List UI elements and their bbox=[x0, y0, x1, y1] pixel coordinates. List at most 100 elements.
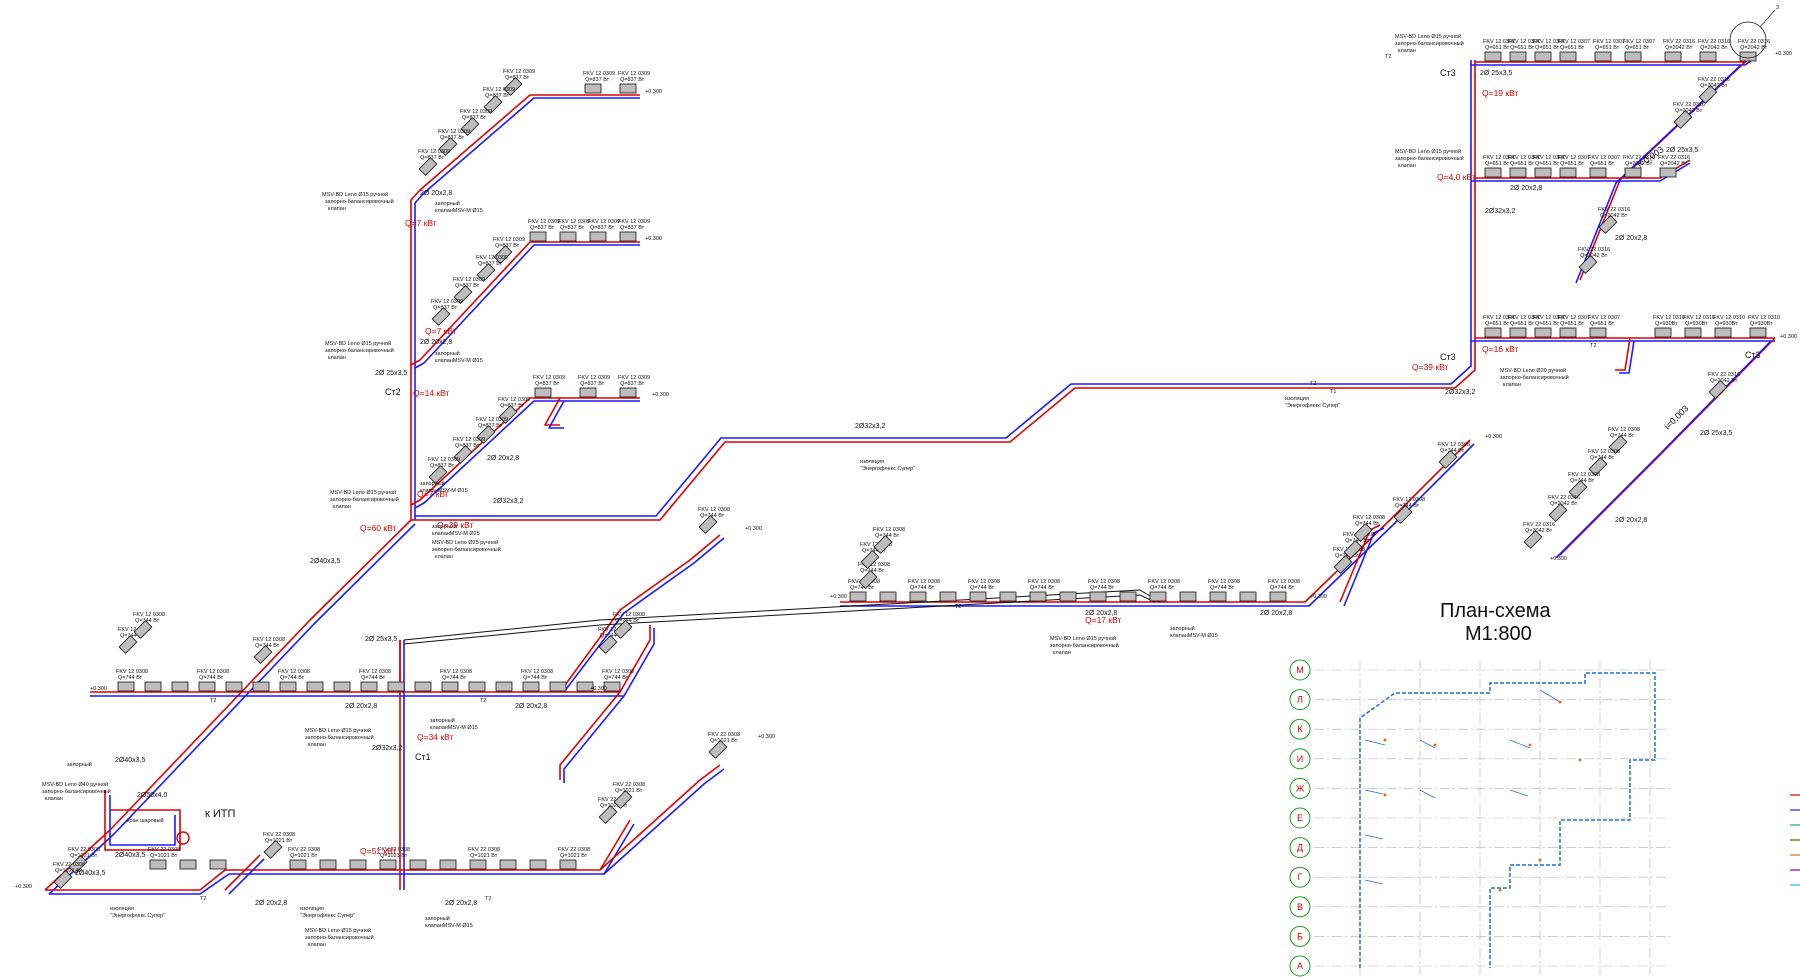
load-label-7c: Q=7 кВт bbox=[417, 489, 449, 499]
radiator-model-label: FKV 22 0316 bbox=[1598, 207, 1630, 213]
radiator-power-label: Q=651 Вт bbox=[1560, 161, 1585, 167]
radiator-model-label: FKV 12 0309 bbox=[618, 219, 650, 225]
radiator-model-label: FKV 22 0316 bbox=[1738, 39, 1770, 45]
plan-axis-circle bbox=[1289, 925, 1311, 947]
radiator-model-label: FKV 22 0316 bbox=[1623, 155, 1655, 161]
radiator-body bbox=[1659, 167, 1677, 178]
radiator-body bbox=[253, 645, 273, 664]
radiator-body bbox=[453, 285, 473, 304]
radiator-power-label: Q=837 Вт bbox=[485, 93, 510, 99]
radiator-body bbox=[1559, 327, 1577, 338]
radiator-power-label: Q=651 Вт bbox=[1485, 321, 1510, 327]
plan-marker-dots bbox=[1383, 700, 1582, 892]
radiator-power-label: Q=744 Вт bbox=[875, 533, 900, 539]
radiator-body bbox=[1269, 591, 1287, 602]
radiator-body bbox=[522, 681, 540, 692]
radiator-power-label: Q=1021 Вт bbox=[560, 853, 588, 859]
plan-axis-circle bbox=[1289, 689, 1311, 711]
svg-text:запорно-балансировочный: запорно-балансировочный bbox=[330, 496, 399, 503]
flow-t2-left: Т2 bbox=[210, 698, 216, 704]
radiator-power-label: Q=837 Вт bbox=[478, 261, 503, 267]
radiator-model-label: FKV 22 0316 bbox=[1673, 102, 1705, 108]
svg-text:запорно-балансировочный: запорно-балансировочный bbox=[305, 934, 374, 941]
radiator bbox=[999, 591, 1017, 602]
radiator-model-label: FKV 12 0309 bbox=[588, 219, 620, 225]
radiator-power-label: Q=651 Вт bbox=[1510, 45, 1535, 51]
radiator-body bbox=[1438, 450, 1458, 469]
radiator-power-label: Q=651 Вт bbox=[1535, 161, 1560, 167]
pipe-label-32e: 2Ø32х3,2 bbox=[372, 745, 402, 752]
plan-axis-label: Д bbox=[1297, 843, 1303, 853]
radiator-power-label: Q=2042 Вт bbox=[1580, 253, 1608, 259]
radiator-model-label: FKV 12 0308 bbox=[858, 562, 890, 568]
svg-text:клапанMSV-M Ø15: клапанMSV-M Ø15 bbox=[1170, 633, 1218, 639]
pipe-network bbox=[44, 54, 1776, 895]
radiator bbox=[209, 859, 227, 870]
plan-axis-circle bbox=[1289, 896, 1311, 918]
load-label-17: Q=17 кВт bbox=[1085, 615, 1121, 625]
plan-scale: М1:800 bbox=[1465, 623, 1532, 645]
shutoff-label-7: запорный bbox=[1170, 625, 1195, 632]
plan-axis-circle bbox=[1289, 718, 1311, 740]
radiator-power-label: Q=1021 Вт bbox=[380, 853, 408, 859]
radiator-power-label: Q=744 Вт bbox=[1570, 478, 1595, 484]
plan-axis-circle bbox=[1289, 837, 1311, 859]
radiator-model-label: FKV 12 0309 bbox=[583, 71, 615, 77]
radiator-model-label: FKV 12 0308 bbox=[1268, 579, 1300, 585]
radiator-power-label: Q=744 Вт bbox=[1335, 553, 1360, 559]
radiator-body bbox=[579, 387, 597, 398]
radiator bbox=[144, 681, 162, 692]
radiator-power-label: Q=1021 Вт bbox=[470, 853, 498, 859]
radiator-body bbox=[1089, 591, 1107, 602]
pipe-label-32c: 2Ø32х3,2 bbox=[1485, 208, 1515, 215]
radiator-body bbox=[225, 681, 243, 692]
radiator-model-label: FKV 12 0307 bbox=[1588, 315, 1620, 321]
radiator-power-label: Q=837 Вт bbox=[620, 381, 645, 387]
plan-axis-circle bbox=[1289, 955, 1311, 977]
radiator-body bbox=[598, 635, 618, 654]
radiator-power-label: Q=1021 Вт bbox=[710, 738, 738, 744]
radiator-body bbox=[1654, 327, 1672, 338]
svg-text:клапанMSV-M Ø15: клапанMSV-M Ø15 bbox=[435, 208, 483, 214]
flow-t2-bottom2: Т2 bbox=[485, 896, 491, 902]
radiator-body bbox=[441, 681, 459, 692]
radiator-body bbox=[613, 620, 633, 639]
plan-axis-label: К bbox=[1297, 724, 1303, 734]
radiator-body bbox=[613, 790, 633, 809]
radiator-power-label: Q=744 Вт bbox=[700, 513, 725, 519]
radiator-body bbox=[209, 859, 227, 870]
radiator-model-label: FKV 12 0308 bbox=[1588, 449, 1620, 455]
radiator-power-label: Q=744 Вт bbox=[1345, 538, 1370, 544]
radiator-power-label: Q=837 Вт bbox=[620, 77, 645, 83]
load-label-39a: Q=39 кВт bbox=[437, 520, 473, 530]
radiator bbox=[387, 681, 405, 692]
radiator-body bbox=[387, 681, 405, 692]
svg-text:клапан: клапан bbox=[1503, 382, 1521, 388]
radiator-model-label: FKV 12 0308 bbox=[1353, 515, 1385, 521]
radiator-model-label: FKV 22 0308 bbox=[148, 847, 180, 853]
radiator bbox=[225, 681, 243, 692]
radiator-body bbox=[1699, 51, 1717, 62]
pipe-label-32b: 2Ø32х3,2 bbox=[493, 498, 523, 505]
elev-mark-3: +0.300 bbox=[652, 392, 669, 398]
radiator bbox=[333, 681, 351, 692]
radiator-body bbox=[493, 245, 513, 264]
radiator-body bbox=[576, 681, 594, 692]
radiator-body bbox=[503, 77, 523, 96]
legend-strokes bbox=[1790, 794, 1800, 886]
radiator-body bbox=[619, 231, 637, 242]
riser-st2-supply bbox=[410, 94, 640, 520]
radiator-model-label: FKV 12 0309 bbox=[533, 375, 565, 381]
